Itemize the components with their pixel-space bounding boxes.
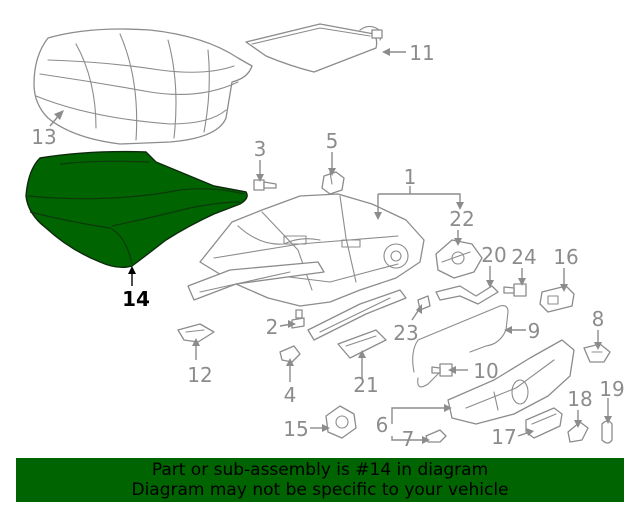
callout-22[interactable]: 22 (449, 207, 474, 231)
banner-line-2: Diagram may not be specific to your vehi… (131, 480, 509, 500)
part-15-motor[interactable] (325, 405, 357, 439)
parts-diagram: 1 2 3 4 5 6 7 8 9 10 11 12 13 14 15 16 1… (25, 23, 625, 451)
banner-line-1: Part or sub-assembly is #14 in diagram (151, 460, 489, 480)
callout-13[interactable]: 13 (31, 125, 56, 149)
callout-10[interactable]: 10 (473, 359, 498, 383)
part-11-heater-pad[interactable] (245, 23, 383, 73)
part-22-motor[interactable] (435, 239, 483, 279)
callout-23[interactable]: 23 (393, 321, 418, 345)
part-5-clip[interactable] (321, 171, 345, 195)
callout-12[interactable]: 12 (187, 363, 212, 387)
part-17-switch[interactable] (525, 407, 563, 439)
callout-14[interactable]: 14 (122, 287, 150, 311)
callout-6[interactable]: 6 (376, 413, 389, 437)
part-6-side-trim[interactable] (447, 339, 575, 425)
callout-24[interactable]: 24 (511, 245, 536, 269)
callout-4[interactable]: 4 (284, 383, 297, 407)
callout-17[interactable]: 17 (491, 425, 516, 449)
part-21-cover-plate[interactable] (337, 329, 387, 359)
callout-11[interactable]: 11 (409, 41, 434, 65)
part-3-bolt[interactable] (253, 179, 277, 191)
callout-labels: 1 2 3 4 5 6 7 8 9 10 11 12 13 14 15 16 1… (31, 41, 624, 451)
part-20-bracket[interactable] (435, 285, 499, 305)
callout-16[interactable]: 16 (553, 245, 578, 269)
callout-18[interactable]: 18 (567, 387, 592, 411)
callout-5[interactable]: 5 (326, 129, 339, 153)
callout-9[interactable]: 9 (528, 319, 541, 343)
callout-20[interactable]: 20 (481, 243, 506, 267)
arrowheads (54, 48, 612, 444)
part-10-bolt[interactable] (431, 363, 453, 377)
callout-2[interactable]: 2 (266, 315, 279, 339)
callout-19[interactable]: 19 (599, 377, 624, 401)
part-24-bolt[interactable] (503, 283, 527, 297)
part-9-cable[interactable] (412, 305, 509, 388)
info-banner: Part or sub-assembly is #14 in diagram D… (16, 458, 624, 502)
callout-7[interactable]: 7 (402, 427, 415, 451)
part-19-pin[interactable] (601, 420, 613, 444)
callout-8[interactable]: 8 (592, 307, 605, 331)
callout-21[interactable]: 21 (353, 373, 378, 397)
part-1-seat-frame[interactable] (187, 193, 425, 341)
callout-3[interactable]: 3 (254, 137, 267, 161)
part-13-seat-cover[interactable] (33, 28, 253, 145)
part-4-clip[interactable] (279, 345, 301, 363)
callout-1[interactable]: 1 (404, 165, 417, 189)
part-2-screw[interactable] (291, 309, 305, 329)
callout-15[interactable]: 15 (283, 417, 308, 441)
part-16-connector[interactable] (539, 285, 575, 313)
part-12-bracket[interactable] (177, 323, 215, 343)
leader-lines (49, 51, 609, 441)
part-14-seat-cushion[interactable] (25, 150, 248, 269)
